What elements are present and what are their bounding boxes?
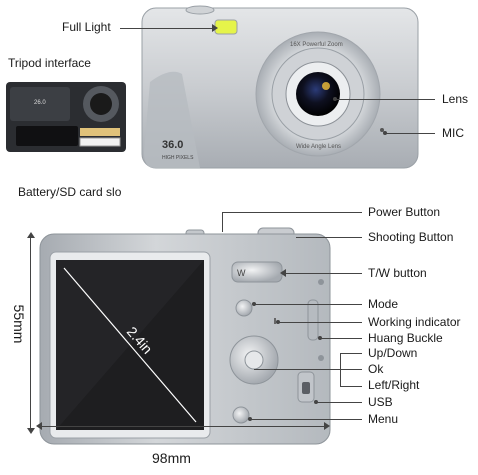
label-lens: Lens <box>442 92 469 106</box>
lens-glass <box>296 72 340 116</box>
label-power-button: Power Button <box>368 205 441 219</box>
label-mic: MIC <box>442 126 464 140</box>
label-full-light: Full Light <box>62 20 111 34</box>
label-tw-button: T/W button <box>368 266 427 280</box>
menu-button <box>232 406 250 424</box>
label-mode: Mode <box>368 297 399 311</box>
strap-buckle <box>307 299 319 341</box>
mode-button <box>235 299 253 317</box>
camera-grip <box>144 71 200 168</box>
dimension-height: 55mm <box>11 304 27 344</box>
label-left-right: Left/Right <box>368 378 420 392</box>
camera-front-illustration: 36.0 HIGH PIXELS 16X Powerful Zoom Wide … <box>141 5 419 169</box>
lens-highlight <box>322 82 330 90</box>
flash-light <box>214 19 238 35</box>
label-menu: Menu <box>368 412 399 426</box>
label-battery-sd: Battery/SD card slo <box>18 185 122 199</box>
battery-slot-inset: 26.0 <box>6 82 126 152</box>
usb-port <box>302 382 310 394</box>
label-ok: Ok <box>368 362 384 376</box>
shutter-top <box>185 5 215 15</box>
front-print-model: 36.0 <box>162 139 183 151</box>
label-tripod-interface: Tripod interface <box>8 56 91 70</box>
dimension-width: 98mm <box>152 450 191 466</box>
screen-size-label: 2.4in <box>124 323 156 356</box>
label-shooting-button: Shooting Button <box>368 230 454 244</box>
front-print-sub: HIGH PIXELS <box>162 155 194 161</box>
svg-text:26.0: 26.0 <box>34 100 46 106</box>
label-working-indicator: Working indicator <box>368 315 461 329</box>
lens-ring-top-text: 16X Powerful Zoom <box>290 42 343 48</box>
lens-ring-bottom-text: Wide Angle Lens <box>296 144 341 150</box>
ok-button <box>244 350 264 370</box>
working-indicator-led <box>274 318 276 324</box>
label-usb: USB <box>368 395 393 409</box>
screen-diagonal-marker: 2.4in <box>63 267 197 423</box>
label-up-down: Up/Down <box>368 346 418 360</box>
tw-key-label: W <box>237 268 246 278</box>
label-huang-buckle: Huang Buckle <box>368 331 443 345</box>
